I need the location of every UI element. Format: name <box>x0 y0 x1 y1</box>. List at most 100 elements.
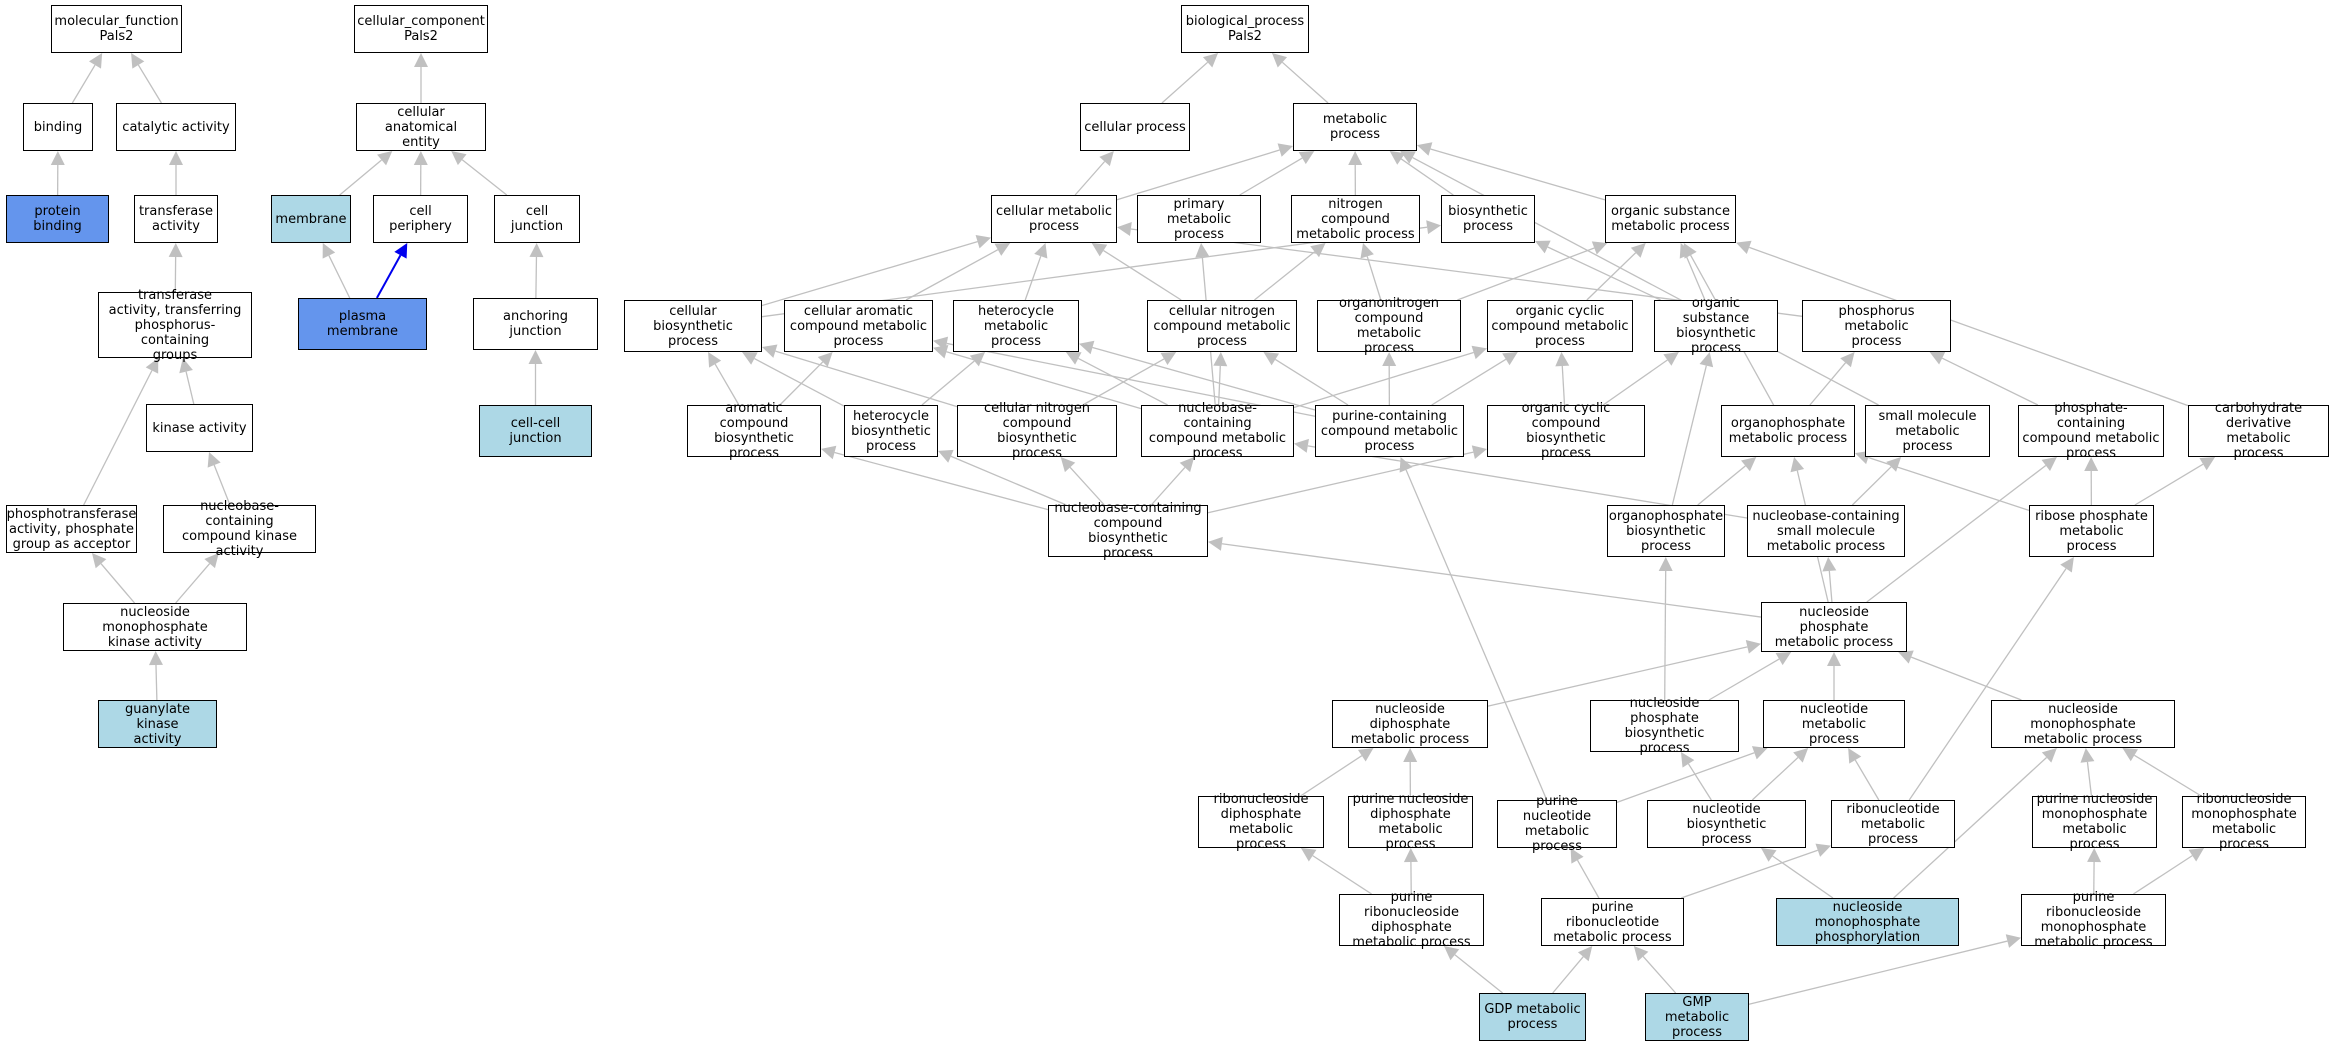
node-gdp[interactable]: GDP metabolic process <box>1479 993 1586 1041</box>
node-gmp[interactable]: GMP metabolic process <box>1645 993 1749 1041</box>
node-purinecont[interactable]: purine-containing compound metabolic pro… <box>1315 405 1464 457</box>
node-membrane[interactable]: membrane <box>271 195 351 243</box>
node-nsmono[interactable]: nucleoside monophosphate metabolic proce… <box>1991 700 2175 748</box>
node-cellnitro[interactable]: cellular nitrogen compound metabolic pro… <box>1147 300 1297 352</box>
node-organonitro[interactable]: organonitrogen compound metabolic proces… <box>1317 296 1461 356</box>
node-transferase-p[interactable]: transferase activity, transferring phosp… <box>98 288 252 363</box>
node-nitrogen[interactable]: nitrogen compound metabolic process <box>1291 195 1420 243</box>
edge-line <box>1161 61 1209 104</box>
edge-heterobio-to-heterocycle <box>921 352 986 406</box>
node-purnucleotide[interactable]: purine nucleotide metabolic process <box>1497 794 1617 854</box>
node-nsdiphos[interactable]: nucleoside diphosphate metabolic process <box>1332 700 1488 748</box>
edge-nsphos-to-nbsmall <box>1822 557 1837 603</box>
node-cellmetab[interactable]: cellular metabolic process <box>991 195 1117 243</box>
node-guanylate[interactable]: guanylate kinase activity <box>98 700 217 748</box>
node-organophos[interactable]: organophosphate metabolic process <box>1721 405 1855 457</box>
node-heterobio[interactable]: heterocycle biosynthetic process <box>844 405 938 457</box>
node-label: nucleobase-containing compound metabolic… <box>1148 401 1287 461</box>
edge-line <box>1103 249 1182 301</box>
node-label: aromatic compound biosynthetic process <box>714 401 794 461</box>
node-nucleotide[interactable]: nucleotide metabolic process <box>1763 700 1905 748</box>
node-nb-kinase[interactable]: nucleobase-containing compound kinase ac… <box>163 499 316 559</box>
node-cellnitrobio[interactable]: cellular nitrogen compound biosynthetic … <box>957 401 1117 461</box>
node-mf[interactable]: molecular_function Pals2 <box>51 5 182 53</box>
node-carbo[interactable]: carbohydrate derivative metabolic proces… <box>2188 401 2329 461</box>
edge-line <box>2134 754 2202 797</box>
node-orgcyclicbio[interactable]: organic cyclic compound biosynthetic pro… <box>1487 401 1645 461</box>
edge-arrowhead <box>131 53 145 69</box>
node-phoscont[interactable]: phosphate-containing compound metabolic … <box>2018 401 2164 461</box>
node-anat[interactable]: cellular anatomical entity <box>356 103 486 151</box>
edge-catalytic-to-mf <box>131 53 162 104</box>
node-transferase[interactable]: transferase activity <box>134 195 218 243</box>
node-anchoring[interactable]: anchoring junction <box>473 298 598 350</box>
node-nsphosbio[interactable]: nucleoside phosphate biosynthetic proces… <box>1590 696 1739 756</box>
node-metab[interactable]: metabolic process <box>1293 103 1417 151</box>
edge-nbbio-to-orgcyclicbio <box>1207 445 1487 514</box>
node-bp[interactable]: biological_process Pals2 <box>1181 5 1309 53</box>
node-nmpphosphorylation[interactable]: nucleoside monophosphate phosphorylation <box>1776 898 1959 946</box>
edge-line <box>1851 466 1892 506</box>
node-label: phosphorus metabolic process <box>1838 303 1915 349</box>
node-label: kinase activity <box>152 420 247 436</box>
node-smallmol[interactable]: small molecule metabolic process <box>1865 405 1990 457</box>
edge-ribosephos-to-phoscont <box>2084 457 2099 506</box>
edge-orgcyclicbio-to-orgcyclic <box>1555 352 1570 406</box>
node-cellproc[interactable]: cellular process <box>1080 103 1190 151</box>
node-aromaticbio[interactable]: aromatic compound biosynthetic process <box>687 401 821 461</box>
node-label: nucleobase-containing compound kinase ac… <box>182 499 297 559</box>
node-cellbiosyn[interactable]: cellular biosynthetic process <box>624 300 762 352</box>
node-label: GDP metabolic process <box>1484 1002 1581 1032</box>
node-cc[interactable]: cellular_component Pals2 <box>354 5 488 53</box>
node-orgcyclic[interactable]: organic cyclic compound metabolic proces… <box>1487 300 1633 352</box>
edge-arrowhead <box>451 151 467 166</box>
node-purribonucleotide[interactable]: purine ribonucleotide metabolic process <box>1541 898 1684 946</box>
node-ribonucleotide[interactable]: ribonucleotide metabolic process <box>1831 800 1955 848</box>
node-junction[interactable]: cell junction <box>494 195 580 243</box>
node-nucleotidebio[interactable]: nucleotide biosynthetic process <box>1647 800 1806 848</box>
edge-cellcell-to-anchoring <box>528 350 543 405</box>
edge-arrowhead <box>1179 457 1195 473</box>
node-periphery[interactable]: cell periphery <box>373 195 468 243</box>
node-phosphotransferase[interactable]: phosphotransferase activity, phosphate g… <box>6 505 137 553</box>
node-orgsubbiosyn[interactable]: organic substance biosynthetic process <box>1654 296 1778 356</box>
node-nbmetab[interactable]: nucleobase-containing compound metabolic… <box>1141 401 1294 461</box>
node-nbbio[interactable]: nucleobase-containing compound biosynthe… <box>1048 501 1208 561</box>
node-purdiphos[interactable]: purine nucleoside diphosphate metabolic … <box>1348 792 1473 852</box>
node-primary[interactable]: primary metabolic process <box>1137 195 1261 243</box>
node-organophosbio[interactable]: organophosphate biosynthetic process <box>1607 505 1725 557</box>
node-organicsub[interactable]: organic substance metabolic process <box>1605 195 1736 243</box>
node-purribomono[interactable]: purine ribonucleoside monophosphate meta… <box>2021 890 2166 950</box>
node-nmp-kinase[interactable]: nucleoside monophosphate kinase activity <box>63 603 247 651</box>
node-phosphorus[interactable]: phosphorus metabolic process <box>1802 300 1951 352</box>
edge-line <box>2086 761 2093 797</box>
node-heterocycle[interactable]: heterocycle metabolic process <box>953 300 1079 352</box>
node-ribosephos[interactable]: ribose phosphate metabolic process <box>2029 505 2154 557</box>
edge-arrowhead <box>322 243 336 259</box>
edge-arrowhead <box>207 452 221 468</box>
node-plasma[interactable]: plasma membrane <box>298 298 427 350</box>
edge-line <box>1561 365 1566 406</box>
node-protein-binding[interactable]: protein binding <box>6 195 109 243</box>
node-nbsmall[interactable]: nucleobase-containing small molecule met… <box>1747 505 1905 557</box>
node-label: organic substance metabolic process <box>1611 204 1730 234</box>
node-purmono[interactable]: purine nucleoside monophosphate metaboli… <box>2032 792 2157 852</box>
node-binding[interactable]: binding <box>23 103 93 151</box>
node-purribodiphos[interactable]: purine ribonucleoside diphosphate metabo… <box>1339 890 1484 950</box>
node-label: protein binding <box>33 204 82 234</box>
node-ribomono[interactable]: ribonucleoside monophosphate metabolic p… <box>2182 792 2306 852</box>
node-label: organophosphate metabolic process <box>1728 416 1848 446</box>
node-ribodiphos[interactable]: ribonucleoside diphosphate metabolic pro… <box>1198 792 1324 852</box>
node-cellcell[interactable]: cell-cell junction <box>479 405 592 457</box>
edge-purribomono-to-purmono <box>2087 848 2102 895</box>
node-cellarom[interactable]: cellular aromatic compound metabolic pro… <box>784 300 933 352</box>
edge-arrowhead <box>148 651 163 666</box>
node-biosyn[interactable]: biosynthetic process <box>1441 195 1535 243</box>
edge-line <box>714 363 740 406</box>
node-label: anchoring junction <box>503 309 568 339</box>
node-nsphos[interactable]: nucleoside phosphate metabolic process <box>1761 602 1907 652</box>
node-catalytic[interactable]: catalytic activity <box>116 103 236 151</box>
node-kinase[interactable]: kinase activity <box>146 404 253 452</box>
edge-membrane-to-anat <box>339 151 393 196</box>
